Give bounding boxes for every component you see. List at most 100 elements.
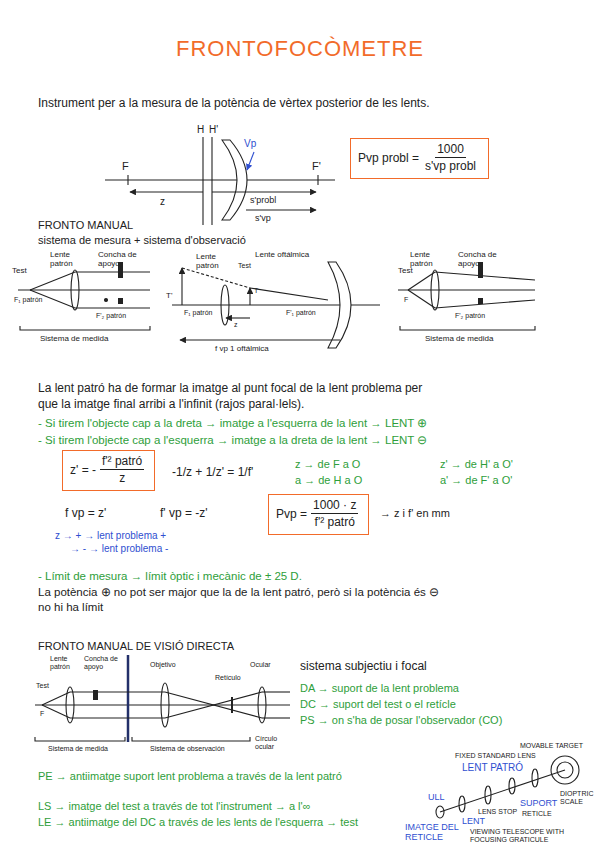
note-text: IMATGE DEL RETICLE [405, 822, 460, 843]
note-text: Sistema de medida [40, 334, 108, 343]
note-text: F'₁ patrón [286, 309, 316, 317]
note-text: H [197, 124, 204, 136]
formula-lhs: z' = - [70, 463, 96, 477]
note-text: LENT PATRÓ [462, 762, 523, 774]
note-text: Test [238, 262, 251, 270]
note-text: z' → de H' a O' [440, 458, 513, 471]
note-text: a → de H a O [295, 474, 362, 487]
note-text: Lente patrón [410, 250, 450, 268]
light-ray [435, 300, 535, 308]
light-ray [165, 692, 262, 718]
light-ray [75, 307, 150, 308]
note-text: Lente patrón [50, 250, 90, 268]
note-text: PS → on s'ha de posar l'observador (CO) [300, 714, 502, 727]
distance-arrow [212, 191, 316, 192]
lens-stop [485, 786, 491, 804]
note-text: LENT [462, 816, 485, 826]
note-text: FIXED STANDARD LENS [455, 752, 536, 760]
note-text: DA → suport de la lent problema [300, 682, 459, 695]
standard-lens [431, 270, 439, 310]
formula-lhs: Pvp probl = [358, 151, 419, 165]
note-text: DC → suport del test o el retícle [300, 698, 456, 711]
light-ray [70, 717, 165, 718]
light-ray [182, 268, 250, 288]
light-ray [435, 272, 535, 280]
focal-point [105, 299, 108, 302]
note-text: F [122, 160, 129, 173]
denominator: f'² patró [313, 514, 357, 529]
note-text: Concha de apoyo [84, 655, 120, 671]
note-text: - Límit de mesura → límit òptic i mecàni… [38, 570, 302, 583]
light-ray [250, 288, 328, 300]
note-text: Concha de apoyo [98, 250, 138, 268]
note-text: Instrument per a la mesura de la potènci… [38, 97, 430, 111]
note-text: → z i f' en mm [380, 507, 450, 520]
lens-symbol [459, 796, 465, 812]
note-text: f vp = z' [65, 507, 106, 521]
object-arrow [249, 288, 250, 305]
note-text: LS → imatge del test a través de tot l'i… [38, 800, 311, 813]
bracket [132, 737, 250, 741]
note-text: s'probl [250, 195, 276, 205]
standard-lens [71, 270, 79, 310]
note-text: LENS STOP [478, 808, 517, 816]
fraction: 1000s'vp probl [423, 142, 478, 173]
note-text: H' [209, 124, 218, 136]
distance-arrow [130, 191, 203, 192]
note-text: F [404, 296, 408, 304]
formula: Pvp probl = 1000s'vp probl [358, 142, 478, 173]
light-ray [30, 272, 75, 290]
distance-arrow [226, 317, 250, 318]
formula: z' = -f'² patróz [70, 454, 144, 485]
bracket [35, 737, 125, 741]
note-text: z → de F a O [295, 458, 360, 471]
meniscus-lens [222, 140, 247, 220]
standard-lens [221, 285, 229, 325]
note-text: MOVABLE TARGET [520, 742, 583, 750]
optical-axis [398, 289, 535, 290]
light-ray [262, 691, 290, 692]
formula-box: Pvp =1000 · zf'² patró [268, 494, 369, 535]
note-text: FRONTO MANUAL DE VISIÓ DIRECTA [38, 640, 234, 653]
note-text: Test [12, 266, 27, 275]
lens-rest [478, 298, 483, 304]
note-text: T [254, 287, 258, 295]
note-text: LE → antiimatge del DC a través de les l… [38, 816, 358, 829]
bracket [400, 326, 535, 330]
focal-tick [127, 175, 128, 185]
image-arrow [181, 268, 182, 305]
distance-arrow [180, 339, 340, 340]
optical-axis [35, 704, 290, 705]
note-text: Concha de apoyo [458, 250, 498, 268]
note-text: Vp [244, 138, 256, 150]
reticle-disc [509, 778, 515, 794]
light-ray [75, 271, 150, 272]
note-text: Sistema de medida [425, 334, 493, 343]
light-ray [70, 691, 165, 692]
note-text: que la imatge final arribi a l'infinit (… [38, 398, 304, 412]
note-text: -1/z + 1/z' = 1/f' [172, 466, 253, 480]
distance-arrow [246, 209, 316, 210]
note-text: DIOPTRIC SCALE [560, 790, 596, 806]
principal-plane [211, 137, 212, 225]
note-text: F [40, 710, 44, 718]
principal-plane [202, 137, 203, 225]
note-text: Objetivo [150, 661, 176, 669]
numerator: 1000 [435, 142, 466, 158]
note-text: F' [312, 160, 321, 173]
note-text: Círculo ocular [255, 735, 291, 751]
note-text: sistema subjectiu i focal [300, 660, 427, 674]
numerator: 1000 · z [311, 498, 358, 514]
denominator: s'vp probl [423, 158, 478, 173]
instrument-axis [440, 770, 565, 812]
formula-box: Pvp probl = 1000s'vp probl [350, 138, 489, 179]
note-text: - Si tirem l'objecte cap a l'esquerra → … [38, 434, 427, 447]
note-text: sistema de mesura + sistema d'observació [38, 234, 246, 247]
light-ray [165, 692, 262, 718]
note-text: F'₂ patrón [455, 312, 485, 320]
note-text: Test [398, 266, 413, 275]
note-text: FRONTO MANUAL [38, 219, 133, 232]
note-text: a' → de F' a O' [440, 474, 512, 487]
numerator: f'² patró [100, 454, 144, 470]
